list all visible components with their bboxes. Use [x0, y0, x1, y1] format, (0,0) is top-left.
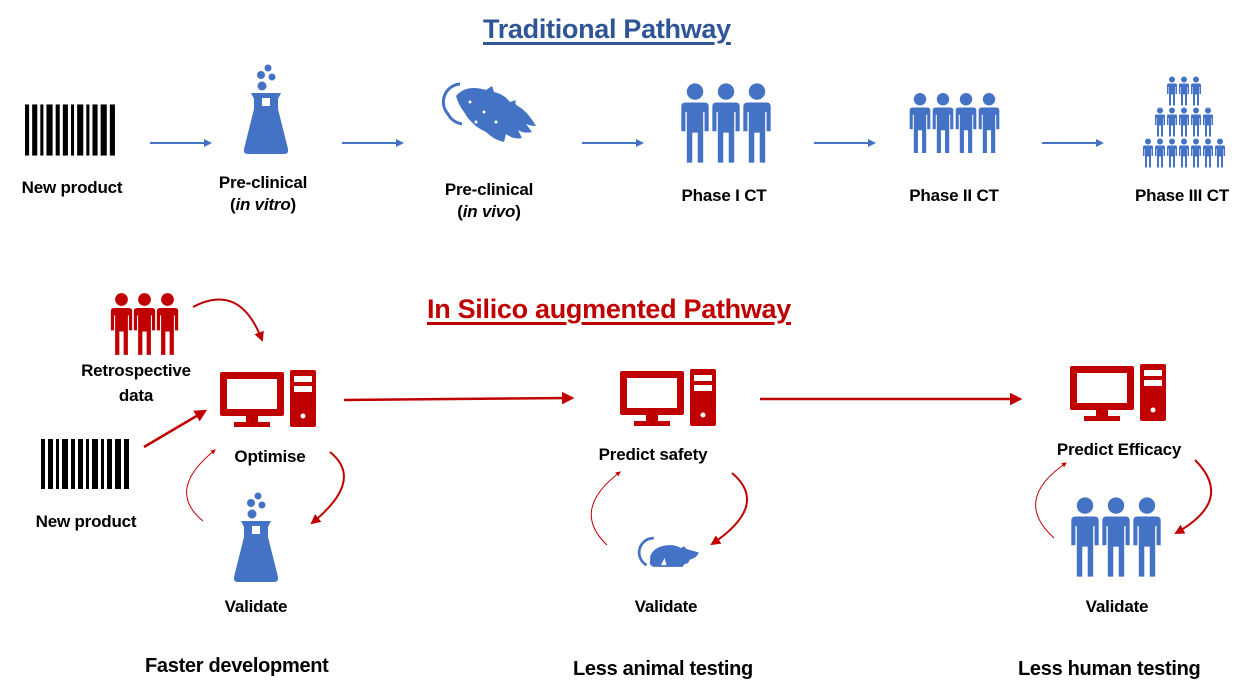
arrow-retrospective-to-optimise [192, 298, 264, 342]
stage-predict-efficacy-validate-label: Validate [1085, 597, 1149, 616]
arrow-right-icon [342, 139, 404, 147]
traditional-step-preclinical-in-vitro: Pre-clinical (in vitro) [200, 172, 326, 216]
stage-predict-efficacy-label: Predict Efficacy [1056, 440, 1182, 459]
stage-predict-safety-validate-label: Validate [634, 597, 698, 616]
step-label: Pre-clinical [444, 180, 534, 199]
arrow-newproduct-to-optimise [143, 409, 208, 449]
traditional-step-new-product: New product [21, 178, 123, 197]
arrow-right-icon [582, 139, 644, 147]
paren-open: ( [229, 195, 236, 214]
arrow-validate-to-predict-safety [590, 471, 621, 546]
arrow-optimise-to-validate [310, 451, 345, 525]
in-silico-pathway-title: In Silico augmented Pathway [427, 294, 791, 324]
traditional-pathway-title: Traditional Pathway [483, 14, 731, 44]
outcome-faster-development: Faster development [145, 655, 329, 677]
stage-optimise-label: Optimise [234, 447, 306, 466]
traditional-step-preclinical-in-vivo: Pre-clinical (in vivo) [426, 179, 552, 223]
arrow-right-icon [814, 139, 876, 147]
paren-close: ) [515, 202, 521, 221]
stage-optimise-validate-label: Validate [224, 597, 288, 616]
step-sublabel: (in vivo) [426, 201, 552, 223]
arrow-validate-to-optimise [186, 449, 216, 522]
stage-predict-safety-label: Predict safety [598, 445, 708, 464]
step-sublabel: (in vitro) [200, 194, 326, 216]
arrow-right-icon [1042, 139, 1104, 147]
arrow-right-icon [150, 139, 212, 147]
paren-open: ( [457, 202, 463, 221]
traditional-step-phase-2: Phase II CT [909, 186, 999, 205]
arrow-predict-safety-to-validate [710, 472, 748, 546]
outcome-less-animal-testing: Less animal testing [573, 658, 753, 680]
arrow-optimise-to-predict-safety [343, 391, 575, 405]
paren-close: ) [290, 195, 297, 214]
input-retrospective-data: Retrospective data [66, 358, 206, 408]
sublabel-italic: in vivo [462, 202, 516, 221]
label-line: Retrospective [81, 361, 191, 380]
arrow-predict-efficacy-to-validate [1174, 459, 1212, 534]
label-line: data [118, 386, 154, 405]
traditional-step-phase-1: Phase I CT [681, 186, 767, 205]
outcome-less-human-testing: Less human testing [1018, 658, 1201, 680]
input-new-product: New product [35, 512, 137, 531]
sublabel-italic: in vitro [235, 195, 291, 214]
step-label: Pre-clinical [218, 173, 308, 192]
traditional-step-phase-3: Phase III CT [1135, 186, 1229, 205]
arrow-validate-to-predict-efficacy [1035, 462, 1067, 539]
